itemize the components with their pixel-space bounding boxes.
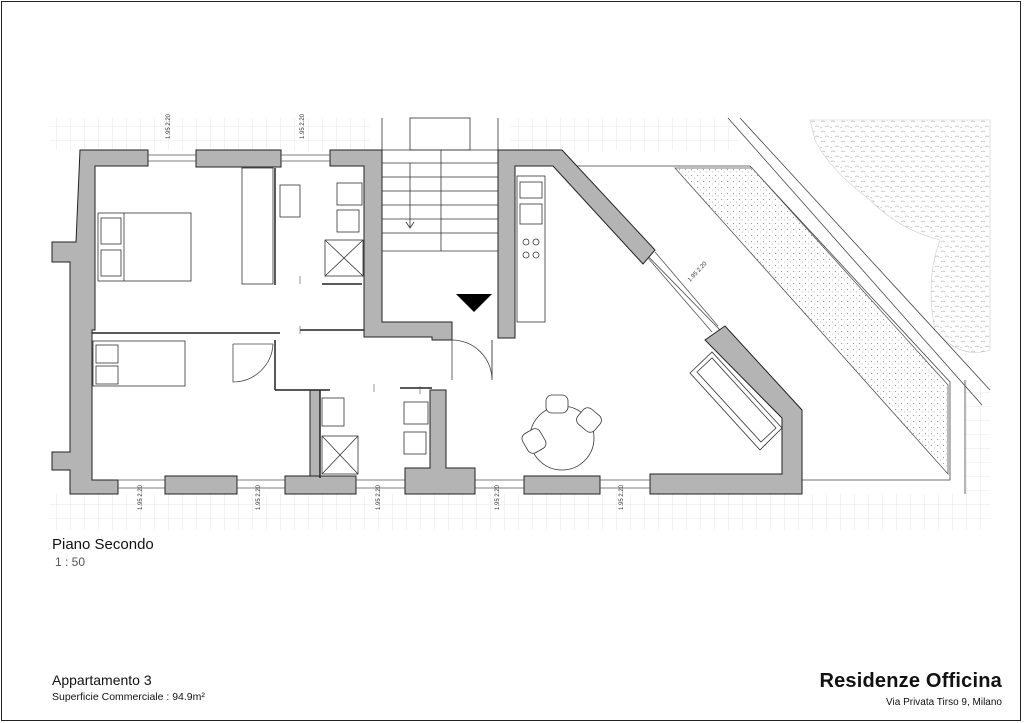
project-address: Via Privata Tirso 9, Milano (886, 697, 1002, 708)
doors (232, 339, 493, 383)
partitions (92, 168, 432, 478)
dimension-label: 1.95 2.20 (166, 113, 172, 139)
dimension-label: 1.95 2.20 (138, 484, 144, 510)
kitchen-counter (516, 175, 546, 323)
drawing-caption: Piano Secondo 1 : 50 (52, 536, 154, 569)
street-edge-lines (727, 117, 991, 494)
dimension-label: 1.95 2.20 (376, 484, 382, 510)
dimension-label: 1.95 2.20 (300, 113, 306, 139)
drawing-scale: 1 : 50 (55, 555, 86, 569)
single-bed (92, 340, 186, 387)
windows (118, 154, 719, 489)
project-info: Residenze Officina Via Privata Tirso 9, … (819, 670, 1002, 708)
unit-info: Appartamento 3 Superficie Commerciale : … (52, 672, 205, 703)
wardrobe (241, 167, 274, 285)
paving (50, 118, 990, 530)
dimension-label: 1.95 2.20 (619, 484, 625, 510)
tree-canopy (809, 119, 991, 353)
dining-table (521, 394, 602, 471)
swing-marks (299, 276, 421, 394)
entrance-marker (456, 294, 492, 312)
dimension-label: 1.95 2.20 (256, 484, 262, 510)
walls (51, 149, 803, 495)
project-name: Residenze Officina (819, 670, 1002, 692)
double-bed (97, 212, 192, 282)
bathroom-1-fixtures (279, 182, 364, 277)
dimension-label: 1.95 2.20 (495, 484, 501, 510)
floor-title: Piano Secondo (52, 536, 154, 553)
sofa (689, 351, 783, 451)
staircase (381, 117, 499, 252)
bathroom-2-fixtures (321, 397, 429, 475)
unit-name: Appartamento 3 (52, 672, 152, 688)
unit-area: Superficie Commerciale : 94.9m² (52, 691, 205, 703)
dimension-label: 1.95 2.20 (687, 260, 709, 283)
